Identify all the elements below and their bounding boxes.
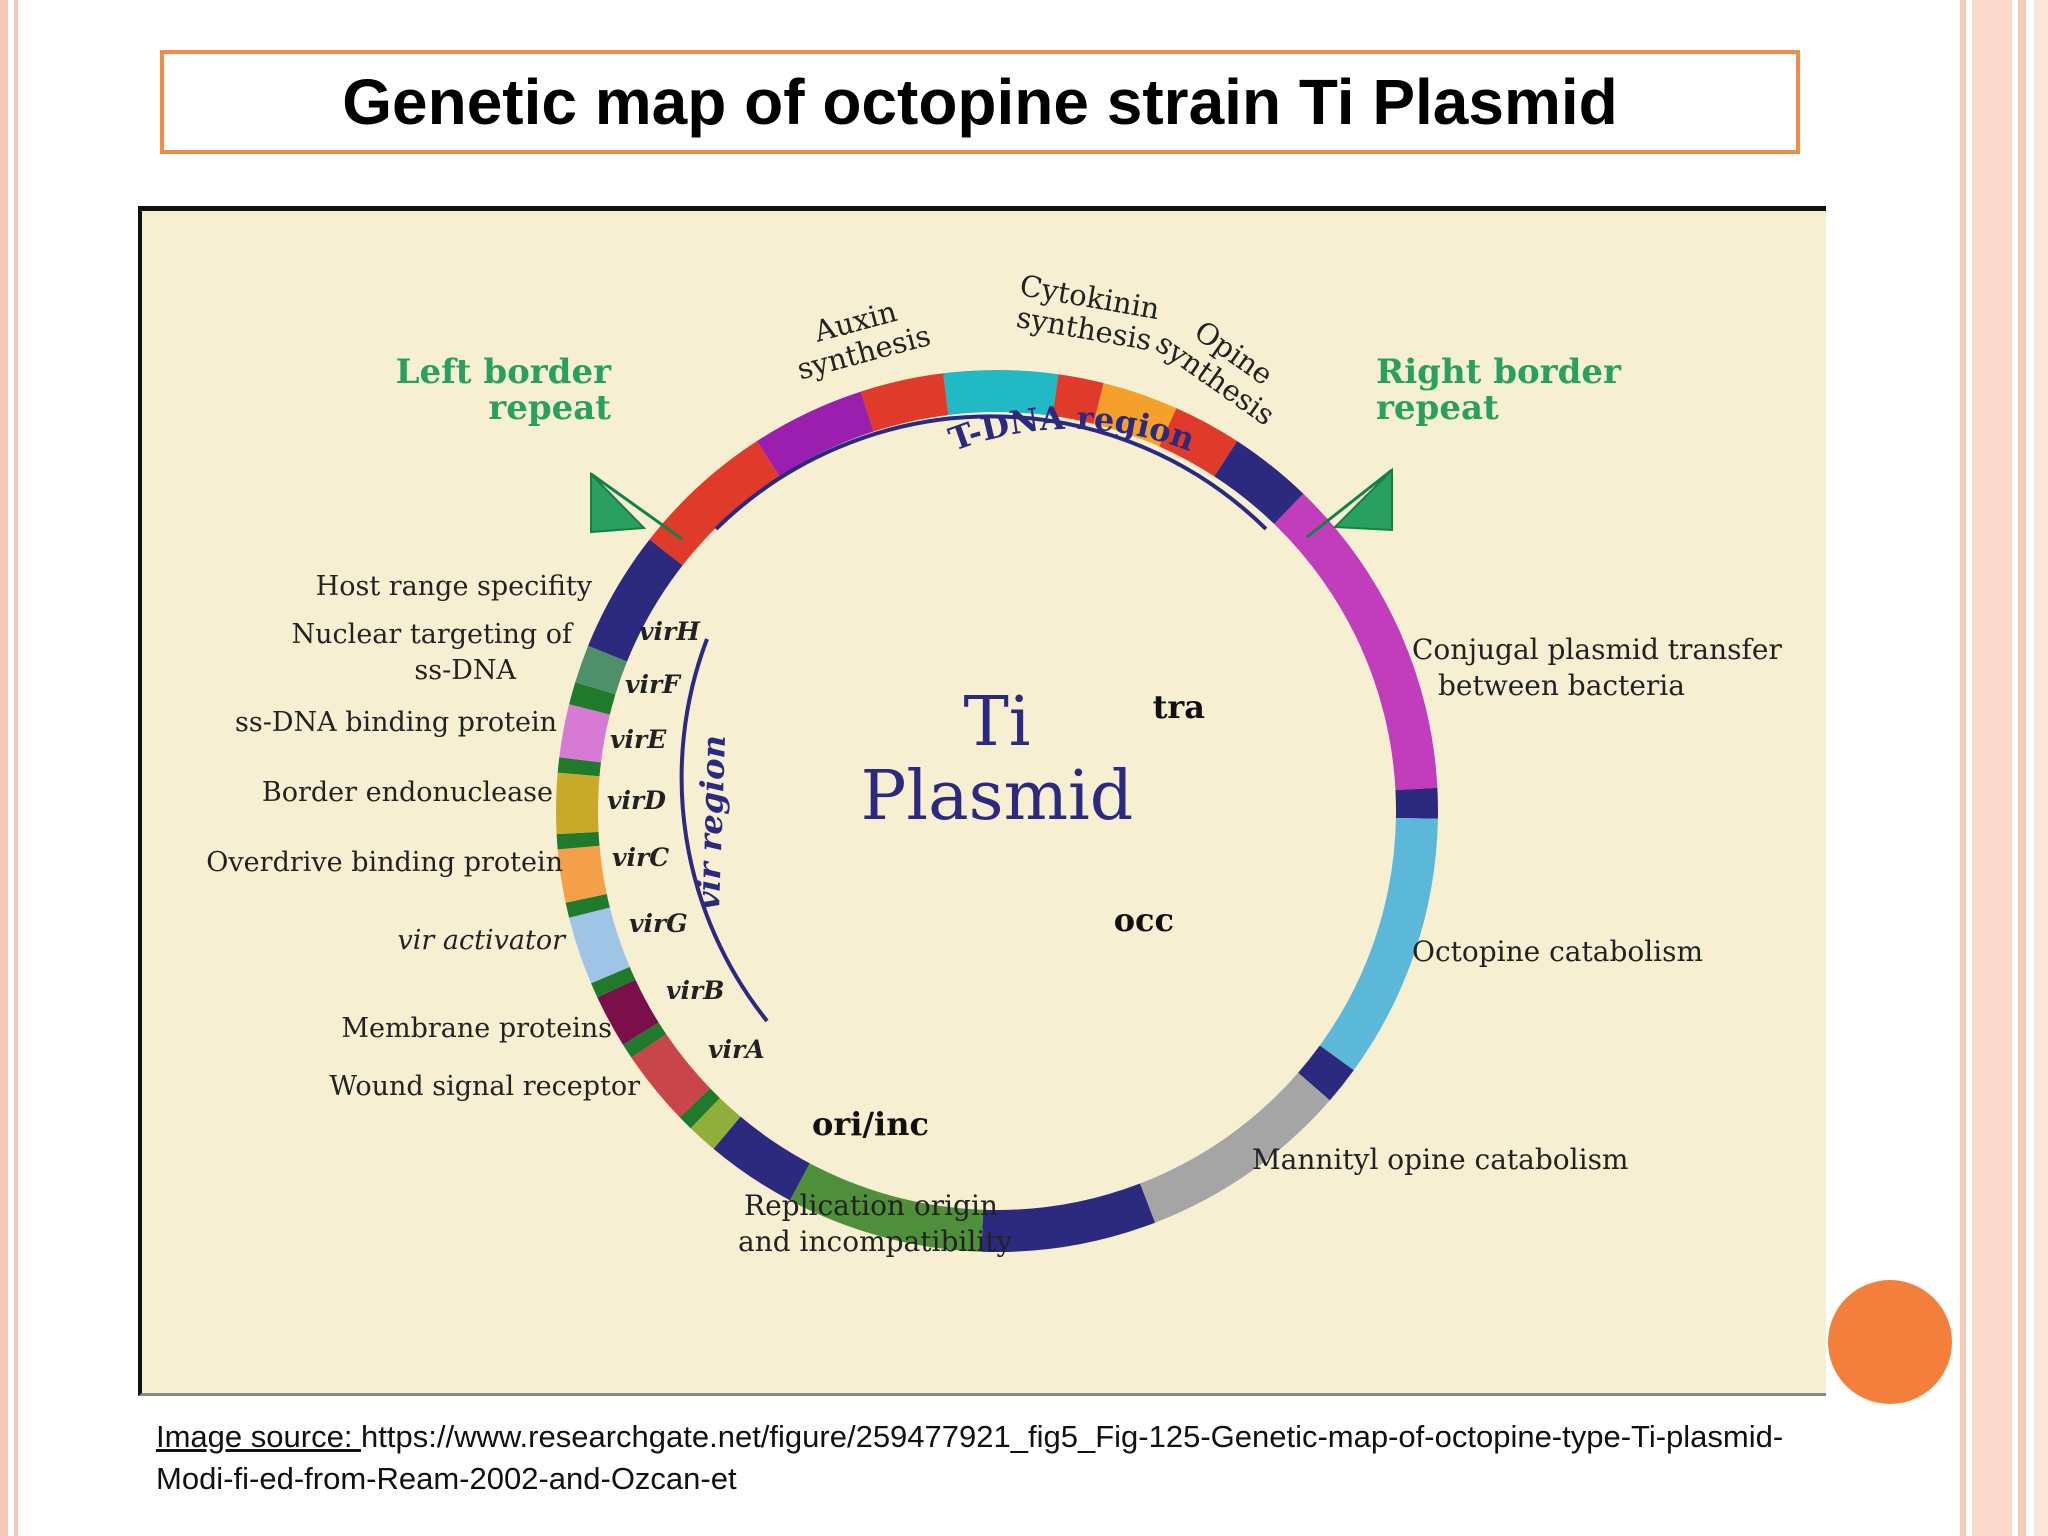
seg-navy-2 xyxy=(1395,787,1438,819)
seg-navy-4 xyxy=(981,1183,1156,1252)
vir-gene-virD: virD xyxy=(607,786,666,815)
auxin-label: Auxin synthesis xyxy=(793,294,934,386)
seg-red-4 xyxy=(1159,408,1238,477)
seg-sep-5 xyxy=(556,831,600,850)
seg-virE xyxy=(556,772,600,835)
slide-border-left-outer xyxy=(0,0,8,1536)
seg-sep-3 xyxy=(591,966,636,998)
seg-ori xyxy=(789,1163,984,1252)
fn-ss-dna: ss-DNA xyxy=(414,655,516,686)
seg-auxin xyxy=(756,391,874,477)
fn-membrane-proteins: Membrane proteins xyxy=(341,1013,612,1044)
tra-desc-1: Conjugal plasmid transfer xyxy=(1412,633,1782,666)
right-border-label-1: Right border xyxy=(1376,352,1622,392)
vir-gene-virE: virE xyxy=(610,725,667,754)
left-border-label-1: Left border xyxy=(396,352,612,392)
cytokinin-label: Cytokinin synthesis xyxy=(1014,268,1162,357)
fn-border-endonuclease: Border endonuclease xyxy=(262,777,553,808)
center-label-ti: Ti xyxy=(963,683,1030,762)
seg-cytokinin xyxy=(943,370,1059,416)
occ-label: occ xyxy=(1114,901,1174,939)
seg-opine xyxy=(1093,383,1177,447)
plasmid-diagram: T-DNA region vir region Left border repe… xyxy=(206,268,1782,1258)
seg-virB xyxy=(631,1034,710,1118)
vir-gene-virF: virF xyxy=(625,670,682,699)
right-border-label-2: repeat xyxy=(1376,388,1499,428)
slide-border-right-1 xyxy=(1960,0,1966,1536)
seg-navy-3 xyxy=(1298,1045,1354,1101)
seg-navy-left xyxy=(588,539,683,662)
tra-label: tra xyxy=(1153,688,1205,726)
fn-vir-activator: vir activator xyxy=(398,925,568,956)
slide-border-right-4 xyxy=(2034,0,2048,1536)
ti-plasmid-figure: T-DNA region vir region Left border repe… xyxy=(138,206,1826,1396)
slide-title: Genetic map of octopine strain Ti Plasmi… xyxy=(160,50,1800,154)
image-source-url[interactable]: https://www.researchgate.net/figure/2594… xyxy=(156,1419,1784,1496)
tra-desc-2: between bacteria xyxy=(1438,669,1685,702)
seg-red-3 xyxy=(1052,374,1104,424)
seg-left-red xyxy=(649,441,780,566)
seg-navy-5 xyxy=(713,1116,810,1201)
seg-sep-7 xyxy=(569,682,616,715)
decorative-orange-dot xyxy=(1828,1280,1952,1404)
seg-virG xyxy=(597,979,659,1045)
seg-mannityl xyxy=(1139,1072,1330,1223)
seg-virF xyxy=(559,704,610,763)
vir-region-arc xyxy=(679,638,769,1023)
seg-sep-2 xyxy=(623,1022,667,1058)
seg-sep-1 xyxy=(679,1088,720,1129)
seg-virH xyxy=(575,645,628,695)
image-source: Image source: https://www.researchgate.n… xyxy=(156,1416,1836,1500)
fn-wound-signal: Wound signal receptor xyxy=(329,1071,640,1102)
seg-occ xyxy=(1319,817,1438,1071)
plasmid-ring xyxy=(556,370,1438,1252)
fn-nuclear-targeting: Nuclear targeting of xyxy=(292,619,574,650)
vir-gene-virG: virG xyxy=(629,909,688,938)
seg-sep-4 xyxy=(565,893,610,918)
seg-sep-6 xyxy=(557,757,601,777)
image-source-label: Image source: xyxy=(156,1419,362,1454)
vir-gene-virC: virC xyxy=(612,843,669,872)
occ-desc: Octopine catabolism xyxy=(1412,935,1703,968)
slide-border-right-3 xyxy=(2018,0,2026,1536)
vir-region-label: vir region xyxy=(689,734,733,910)
vir-gene-virA: virA xyxy=(708,1035,765,1064)
seg-navy-right xyxy=(1214,441,1304,524)
ori-label: ori/inc xyxy=(812,1105,929,1143)
seg-red-2 xyxy=(860,373,949,432)
vir-gene-virH: virH xyxy=(639,617,701,646)
tdna-arc xyxy=(714,414,1268,531)
seg-tra xyxy=(1274,493,1438,791)
slide-border-right-2 xyxy=(1972,0,2012,1536)
vir-gene-virB: virB xyxy=(666,976,724,1005)
fn-ss-dna-binding: ss-DNA binding protein xyxy=(235,707,557,738)
mannityl-desc: Mannityl opine catabolism xyxy=(1252,1143,1628,1176)
seg-virD xyxy=(557,845,607,903)
seg-virA xyxy=(690,1098,741,1149)
slide-border-left-inner xyxy=(14,0,18,1536)
left-border-flag xyxy=(590,471,683,541)
left-border-label-2: repeat xyxy=(488,388,611,428)
center-label-plasmid: Plasmid xyxy=(861,757,1134,836)
fn-overdrive-binding: Overdrive binding protein xyxy=(206,847,563,878)
ori-desc-1: Replication origin xyxy=(744,1189,998,1222)
ori-desc-2: and incompatibility xyxy=(738,1225,1012,1258)
seg-virC xyxy=(569,907,630,984)
right-border-flag xyxy=(1306,467,1393,539)
fn-host-range: Host range specifity xyxy=(316,571,593,602)
